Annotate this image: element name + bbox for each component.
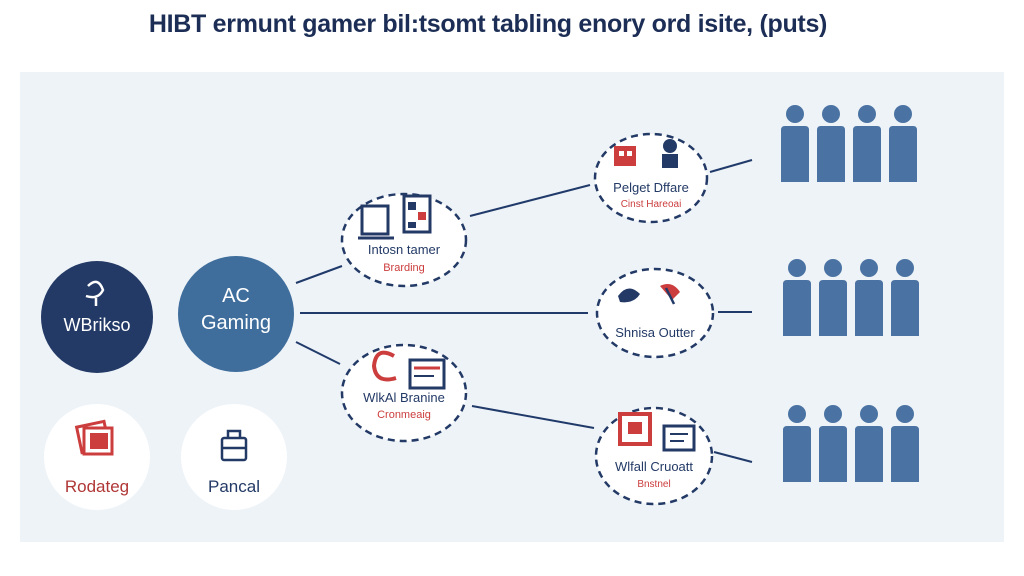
people-group-bottom xyxy=(783,405,919,482)
person-icon xyxy=(819,405,847,482)
person-icon xyxy=(855,405,883,482)
blob-shnisa-outter: Shnisa Outter xyxy=(595,267,715,359)
blob-wlfall-cruoatt: Wlfall Cruoatt Bnstnel xyxy=(594,406,714,506)
rodateg-label: Rodateg xyxy=(65,477,129,496)
connector-lines xyxy=(295,159,753,463)
cards-icon xyxy=(74,419,114,456)
person-icon xyxy=(891,405,919,482)
ac-gaming-label-line1: AC xyxy=(222,285,250,307)
bird-icon xyxy=(85,280,105,306)
connector-ac-to-monitor xyxy=(295,265,343,284)
page-title: HIBT ermunt gamer bil:tsomt tabling enor… xyxy=(148,10,828,38)
pelget-dffare-sublabel: Cinst Hareoai xyxy=(621,199,682,210)
intosn-tamer-sublabel: Brarding xyxy=(383,262,425,274)
pelget-dffare-label: Pelget Dffare xyxy=(613,180,689,195)
people-group-top xyxy=(781,105,917,182)
wbrikso-label: WBrikso xyxy=(64,315,131,335)
monitor-icon xyxy=(358,194,432,240)
wlkal-branine-label: WlkAl Branine xyxy=(363,390,445,405)
person-icon xyxy=(853,105,881,182)
blob-intosn-tamer: Intosn tamer Brarding xyxy=(340,192,468,288)
person-icon xyxy=(783,259,811,336)
wlfall-cruoatt-label: Wlfall Cruoatt xyxy=(615,459,693,474)
node-ac-gaming: AC Gaming xyxy=(178,256,294,372)
intosn-tamer-label: Intosn tamer xyxy=(368,242,441,257)
person-icon xyxy=(817,105,845,182)
bird-flag-icon xyxy=(618,284,680,305)
wlkal-branine-sublabel: Cronmeaig xyxy=(377,409,431,421)
connector-pelget-to-people xyxy=(709,159,753,173)
ac-gaming-label-line2: Gaming xyxy=(201,312,271,334)
pancal-label: Pancal xyxy=(208,477,260,496)
node-wbrikso: WBrikso xyxy=(41,261,153,373)
person-icon xyxy=(783,405,811,482)
headset-icon xyxy=(371,350,446,390)
blob-pelget-dffare: Pelget Dffare Cinst Hareoai xyxy=(593,132,709,224)
person-icon xyxy=(819,259,847,336)
person-icon xyxy=(889,105,917,182)
connector-ac-to-headset xyxy=(295,341,341,365)
node-pancal: Pancal xyxy=(181,404,287,510)
people-group-middle xyxy=(783,259,919,336)
node-rodateg: Rodateg xyxy=(44,404,150,510)
shnisa-outter-label: Shnisa Outter xyxy=(615,325,695,340)
connector-wlfall-to-people xyxy=(713,451,753,463)
robot-icon xyxy=(614,139,678,168)
bag-icon xyxy=(220,429,248,462)
person-icon xyxy=(855,259,883,336)
connector-monitor-to-pelget xyxy=(469,184,591,217)
arcade-icon xyxy=(618,412,696,452)
blob-wlkal-branine: WlkAl Branine Cronmeaig xyxy=(340,343,468,443)
person-icon xyxy=(781,105,809,182)
connector-headset-to-wlfall xyxy=(471,405,595,429)
wlfall-cruoatt-sublabel: Bnstnel xyxy=(637,479,670,490)
person-icon xyxy=(891,259,919,336)
